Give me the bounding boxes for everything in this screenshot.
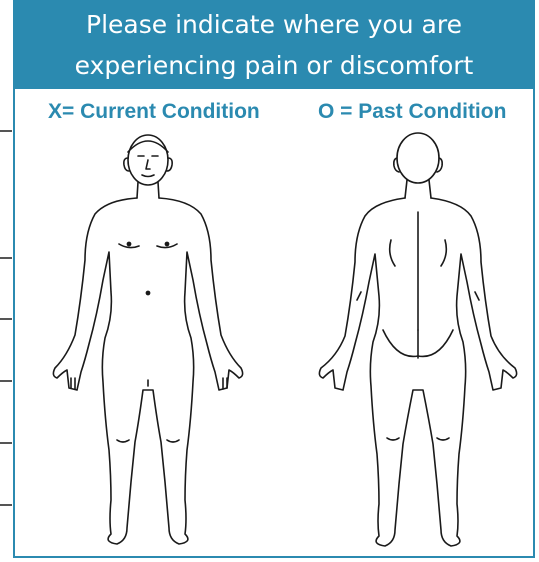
form-line-stub — [0, 504, 12, 506]
front-navel — [146, 291, 149, 294]
back-head[interactable] — [397, 133, 439, 183]
front-mouth — [142, 175, 154, 177]
back-knees — [387, 438, 449, 440]
front-fingers — [71, 378, 227, 389]
form-line-stub — [0, 318, 12, 320]
front-left-nipple — [127, 242, 130, 245]
pain-diagram-panel: Please indicate where you are experienci… — [13, 0, 535, 558]
form-line-stub — [0, 257, 12, 259]
instructions-line-1: Please indicate where you are — [15, 4, 533, 45]
form-line-stub — [0, 442, 12, 444]
form-line-stub — [0, 380, 12, 382]
front-body-outline[interactable] — [53, 198, 242, 544]
back-body-figure[interactable] — [319, 133, 516, 546]
instructions-line-2: experiencing pain or discomfort — [15, 45, 533, 86]
form-line-stub — [0, 130, 12, 132]
front-nose — [146, 160, 150, 169]
front-body-figure[interactable] — [53, 135, 242, 544]
front-knees — [117, 440, 179, 442]
body-figures[interactable] — [15, 120, 533, 558]
front-right-nipple — [165, 242, 168, 245]
instructions-header: Please indicate where you are experienci… — [15, 0, 533, 89]
